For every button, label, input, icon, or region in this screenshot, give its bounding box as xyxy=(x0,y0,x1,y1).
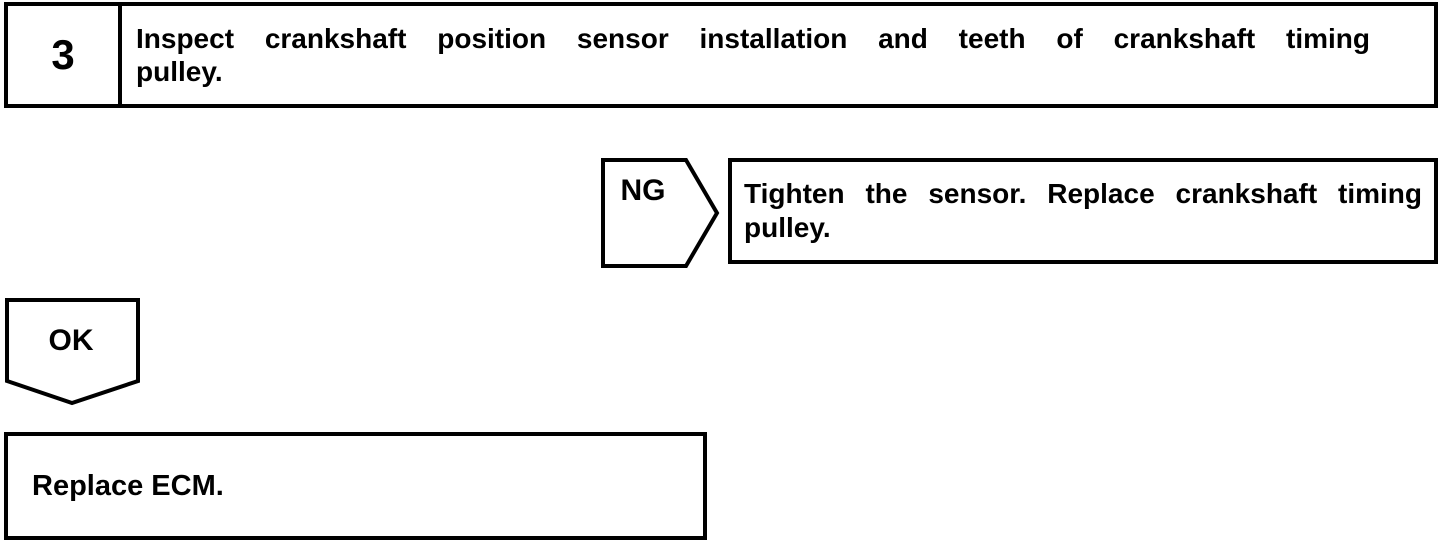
step-instruction-line-1: Inspect crankshaft position sensor insta… xyxy=(136,23,1370,54)
final-action-text: Replace ECM. xyxy=(32,469,224,502)
step-number: 3 xyxy=(8,6,122,104)
ng-arrow-shape xyxy=(601,158,720,268)
ok-arrow-polygon xyxy=(5,298,140,406)
step-instruction-line-2: pulley. xyxy=(136,56,223,87)
ok-arrow-shape xyxy=(5,298,140,406)
final-action-box: Replace ECM. xyxy=(4,432,707,540)
step-box: 3 Inspect crankshaft position sensor ins… xyxy=(4,2,1438,108)
ng-action-box: Tighten the sensor. Replace crankshaft t… xyxy=(728,158,1438,264)
ok-connector-label: OK xyxy=(48,324,94,357)
ng-connector-label: NG xyxy=(620,174,666,207)
ng-action-line-1: Tighten the sensor. Replace crankshaft t… xyxy=(744,178,1422,209)
step-instruction: Inspect crankshaft position sensor insta… xyxy=(122,6,1434,104)
ng-action-line-2: pulley. xyxy=(744,212,831,243)
ng-arrow-polygon xyxy=(601,158,720,268)
